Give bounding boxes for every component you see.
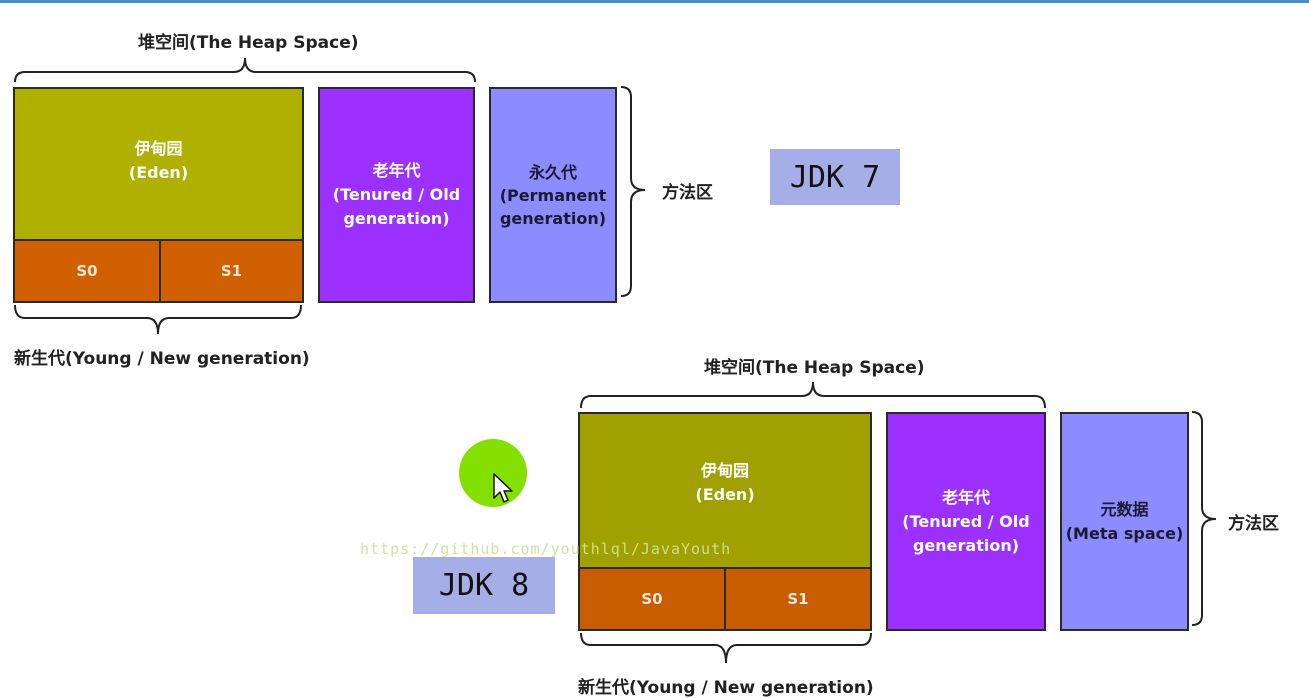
jdk8-s1-box: S1 bbox=[724, 567, 872, 631]
jdk7-badge: JDK 7 bbox=[770, 149, 900, 205]
jdk7-s0-box: S0 bbox=[13, 239, 161, 303]
jdk8-s1-label: S1 bbox=[787, 590, 809, 608]
jdk8-meta-title: 元数据 bbox=[1100, 499, 1149, 519]
jdk7-s1-box: S1 bbox=[159, 239, 304, 303]
jdk7-young-label: 新生代(Young / New generation) bbox=[14, 349, 310, 369]
jdk7-old-subtitle-2: generation) bbox=[343, 209, 450, 228]
jdk8-badge: JDK 8 bbox=[413, 557, 555, 614]
jdk7-perm-subtitle-1: (Permanent bbox=[499, 185, 607, 205]
jdk7-old-title: 老年代 bbox=[372, 161, 421, 180]
jdk7-s1-label: S1 bbox=[220, 262, 243, 280]
jdk8-old-title: 老年代 bbox=[941, 487, 990, 507]
jdk7-young-brace bbox=[14, 304, 302, 335]
jdk7-eden-subtitle: (Eden) bbox=[128, 163, 189, 182]
jdk7-perm-box: 永久代 (Permanent generation) bbox=[489, 87, 617, 303]
jdk7-eden-box: 伊甸园 (Eden) bbox=[13, 87, 304, 241]
jdk8-heap-label: 堆空间(The Heap Space) bbox=[704, 358, 925, 378]
mouse-pointer-icon bbox=[493, 473, 513, 503]
jdk7-heap-label: 堆空间(The Heap Space) bbox=[138, 33, 359, 53]
jdk8-method-area-brace bbox=[1191, 411, 1217, 626]
jdk8-meta-subtitle: (Meta space) bbox=[1065, 523, 1184, 543]
jdk7-heap-brace bbox=[14, 57, 476, 83]
jdk8-s0-box: S0 bbox=[578, 567, 726, 631]
jdk8-eden-subtitle: (Eden) bbox=[695, 485, 755, 504]
jdk8-old-subtitle-1: (Tenured / Old bbox=[902, 511, 1030, 531]
jdk8-old-box: 老年代 (Tenured / Old generation) bbox=[886, 412, 1046, 631]
jdk8-old-subtitle-2: generation) bbox=[912, 535, 1020, 555]
jdk7-perm-subtitle-2: generation) bbox=[499, 208, 607, 228]
jdk7-old-subtitle-1: (Tenured / Old bbox=[332, 185, 461, 204]
jdk8-young-label: 新生代(Young / New generation) bbox=[578, 678, 874, 698]
jdk8-eden-title: 伊甸园 bbox=[700, 461, 749, 480]
jdk7-perm-title: 永久代 bbox=[528, 162, 577, 182]
jdk8-young-brace bbox=[580, 632, 872, 664]
jdk7-method-area-brace bbox=[620, 86, 646, 297]
jdk8-method-area-label: 方法区 bbox=[1228, 514, 1279, 534]
cursor-highlight-icon bbox=[459, 439, 527, 507]
jdk7-method-area-label: 方法区 bbox=[662, 183, 713, 203]
watermark-text: https://github.com/youthlql/JavaYouth bbox=[360, 540, 732, 558]
jdk7-s0-label: S0 bbox=[76, 262, 98, 280]
jdk8-heap-brace bbox=[580, 381, 1046, 409]
jdk8-s0-label: S0 bbox=[641, 590, 663, 608]
jdk8-meta-box: 元数据 (Meta space) bbox=[1060, 412, 1189, 631]
jdk8-eden-box: 伊甸园 (Eden) bbox=[578, 412, 872, 569]
top-border bbox=[0, 0, 1309, 3]
jdk7-eden-title: 伊甸园 bbox=[134, 139, 183, 158]
jdk7-old-box: 老年代 (Tenured / Old generation) bbox=[318, 87, 475, 303]
